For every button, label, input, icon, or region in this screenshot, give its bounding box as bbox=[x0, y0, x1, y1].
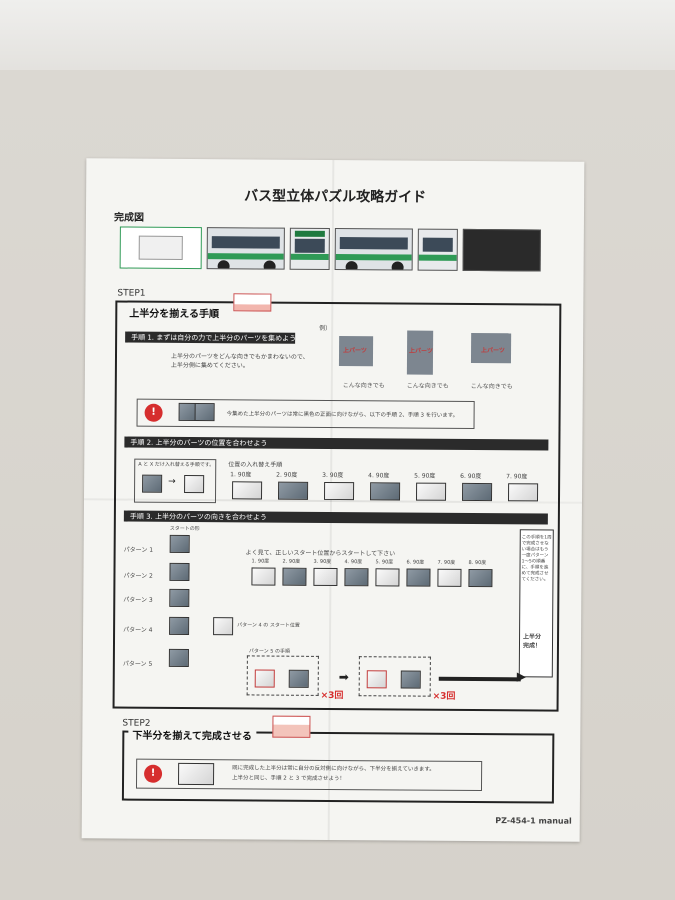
cube-icon bbox=[169, 588, 190, 607]
parts-label: 上パーツ bbox=[343, 347, 367, 355]
step-label: 8. 90度 bbox=[468, 559, 487, 567]
bus-bottom-view bbox=[462, 228, 541, 272]
page-title: バス型立体パズル攻略ガイド bbox=[244, 188, 427, 206]
example-label: 例） bbox=[319, 324, 332, 332]
proc1-text: 上半分側に集めてください。 bbox=[170, 361, 249, 370]
proc2-caption: A と X だけ入れ替える手順です。 bbox=[138, 461, 215, 469]
step-label: 4. 90度 bbox=[368, 472, 390, 480]
step2-text: 上半分と同じ、手順 2 と 3 で完成させよう！ bbox=[232, 775, 346, 783]
shape-caption: こんな向きでも bbox=[470, 382, 513, 391]
cube-icon bbox=[288, 669, 309, 688]
pattern-label: パターン 5 bbox=[122, 660, 153, 668]
arrow-icon: ▶ bbox=[516, 669, 527, 684]
shape-caption: こんな向きでも bbox=[342, 382, 385, 390]
right-note: この手順を1周で完成させない場合はもう一度パターン1〜5の順番に、手順を進めて完… bbox=[521, 535, 552, 583]
cube-icon bbox=[169, 534, 190, 554]
arrow-icon: → bbox=[168, 476, 176, 487]
times-label: ×3回 bbox=[432, 691, 456, 702]
point-icon: ! bbox=[144, 403, 163, 422]
step-label: 7. 90度 bbox=[506, 473, 528, 481]
step-label: 5. 90度 bbox=[414, 472, 436, 480]
cube-icon bbox=[375, 568, 400, 587]
step-label: 1. 90度 bbox=[251, 558, 270, 565]
point-note: 今集めた上半分のパーツは常に黒色の正面に向けながら、以下の手順 2、手順 3 を… bbox=[226, 411, 459, 419]
cube-icon bbox=[366, 670, 387, 689]
cube-icon bbox=[178, 762, 215, 786]
manual-code: PZ-454-1 manual bbox=[495, 816, 572, 826]
bus-side-view bbox=[334, 228, 413, 271]
point-icon: ! bbox=[144, 764, 163, 783]
step1-heading: 上半分を揃える手順 bbox=[125, 304, 224, 321]
cube-icon bbox=[278, 481, 309, 500]
step2-heading: 下半分を揃えて完成させる bbox=[128, 726, 256, 743]
cube-icon bbox=[369, 482, 401, 501]
step-label: 2. 90度 bbox=[282, 558, 301, 565]
step-label: 3. 90度 bbox=[322, 471, 344, 480]
bus-side-view bbox=[206, 227, 285, 270]
cube-icon bbox=[415, 482, 447, 501]
proc1-bar: 手順 1. まずは自分の力で上半分のパーツを集めよう bbox=[125, 331, 296, 344]
pattern-label: パターン 4 bbox=[123, 626, 153, 634]
bus-rear-view bbox=[417, 228, 458, 271]
cube-icon bbox=[251, 567, 276, 586]
cube-icon bbox=[400, 670, 421, 689]
step-label: 4. 90度 bbox=[344, 559, 363, 566]
step-label: 7. 90度 bbox=[437, 559, 456, 566]
manual-sheet: バス型立体パズル攻略ガイド 完成図 STEP1 上半分を揃える手順 手順 1. … bbox=[81, 158, 585, 842]
pattern4-note: パターン 4 の スタート位置 bbox=[237, 622, 300, 629]
pattern5-title: パターン 5 の手順 bbox=[248, 648, 291, 655]
step1-label: STEP1 bbox=[117, 288, 146, 299]
cube-icon bbox=[169, 616, 190, 635]
step-label: 3. 90度 bbox=[313, 558, 332, 565]
done-label: 上半分 完成！ bbox=[522, 633, 542, 650]
cube-icon bbox=[324, 481, 355, 501]
cube-icon bbox=[507, 483, 539, 502]
cube-icon bbox=[169, 562, 190, 581]
swap-label: 位置の入れ替え手順 bbox=[228, 461, 283, 469]
times-label: ×3回 bbox=[320, 690, 344, 702]
parts-label: 上パーツ bbox=[481, 347, 505, 355]
wall-background bbox=[0, 0, 675, 80]
cube-icon bbox=[468, 568, 493, 588]
cube-icon bbox=[344, 568, 369, 587]
parts-label: 上パーツ bbox=[409, 347, 433, 355]
pattern-label: パターン 2 bbox=[123, 572, 153, 580]
pattern-label: パターン 3 bbox=[123, 596, 153, 604]
cube-icon bbox=[194, 403, 215, 422]
start-note: よく見て、正しいスタート位置からスタートして下さい bbox=[245, 549, 396, 558]
cube-icon bbox=[406, 568, 431, 587]
pattern-label: パターン 1 bbox=[123, 546, 154, 554]
bus-front-view bbox=[289, 227, 330, 270]
step-label: 6. 90度 bbox=[460, 472, 482, 481]
cube-icon bbox=[168, 648, 189, 667]
cube-icon bbox=[233, 293, 272, 312]
cube-icon bbox=[461, 482, 493, 502]
cube-icon bbox=[282, 567, 307, 586]
cube-icon bbox=[232, 481, 263, 500]
cube-icon bbox=[184, 474, 205, 494]
cube-icon bbox=[254, 669, 275, 688]
bus-top-view bbox=[119, 226, 202, 270]
cube-icon bbox=[437, 568, 462, 587]
arrow-icon: ➡ bbox=[338, 670, 349, 685]
shape-caption: こんな向きでも bbox=[406, 382, 449, 390]
arrow-icon bbox=[438, 676, 521, 682]
step-label: 6. 90度 bbox=[406, 559, 425, 566]
cube-icon bbox=[272, 715, 311, 738]
cube-icon bbox=[313, 567, 338, 587]
step-label: 2. 90度 bbox=[276, 471, 298, 479]
step-label: 1. 90度 bbox=[230, 471, 252, 479]
cube-icon bbox=[142, 474, 163, 493]
cube-icon bbox=[213, 617, 234, 636]
completed-label: 完成図 bbox=[113, 212, 145, 224]
bus-images-row bbox=[119, 226, 541, 272]
step-label: 5. 90度 bbox=[375, 559, 394, 566]
start-label: スタートの形 bbox=[169, 525, 200, 533]
step2-text: 既に完成した上半分は常に自分の反対側に向けながら、下半分を揃えていきます。 bbox=[232, 765, 435, 773]
